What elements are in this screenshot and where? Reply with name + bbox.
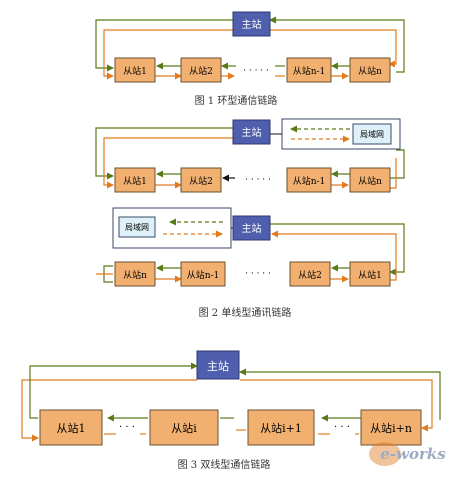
slave-station-box — [286, 167, 332, 193]
slave-station-label: 从站1 — [57, 421, 86, 435]
link-orange-line — [240, 379, 433, 432]
slave-station-box — [286, 57, 332, 83]
lan-box — [118, 216, 156, 238]
master-station-label: 主站 — [242, 18, 262, 31]
slave-station-label: 从站1 — [123, 65, 147, 77]
lan-label: 局域网 — [125, 222, 149, 232]
link-green-line — [239, 368, 441, 420]
figure-caption: 图 1 环型通信链路 — [195, 94, 278, 107]
ring-orange-out-line — [270, 29, 397, 68]
figure-2-top-link: 局域网 主站 从站1 从站2 · · · · · 从站n-1 从站n — [95, 118, 405, 193]
e-works-watermark-logo: e-works — [369, 442, 446, 466]
figure-1-ring-link: 主站 从站1 从站2 · · · · · 从站n-1 从站n 图 1 环型通信链… — [95, 11, 405, 107]
ellipsis: · · · · · — [245, 269, 271, 279]
master-station-box — [232, 119, 271, 145]
slave-station-label: 从站i+1 — [260, 421, 302, 435]
master-station-label: 主站 — [207, 359, 229, 373]
master-station-label: 主站 — [242, 126, 262, 139]
link-orange-line — [21, 379, 197, 442]
figure-caption: 图 3 双线型通信链路 — [178, 458, 271, 471]
slave-station-label: 从站n — [123, 269, 147, 281]
link-green-line — [390, 149, 405, 179]
ring-orange-return-line — [103, 29, 233, 80]
slave-station-box — [149, 409, 219, 446]
slave-station-label: 从站2 — [189, 65, 213, 77]
link-orange-line — [271, 230, 397, 281]
slave-station-label: 从站1 — [358, 269, 382, 281]
slave-station-box — [114, 167, 156, 193]
ellipsis: · · · · · — [245, 175, 271, 185]
figure-caption: 图 2 单线型通讯链路 — [199, 306, 292, 319]
slave-station-label: 从站n-1 — [293, 65, 326, 77]
slave-station-label: 从站n-1 — [293, 175, 326, 187]
figure-3-dual-link: 主站 从站1 · · · 从站i 从站i+1 · · · 从站i+n 图 3 双… — [21, 350, 441, 471]
master-station-label: 主站 — [242, 222, 262, 235]
link-orange-line — [390, 158, 397, 189]
slave-station-box — [247, 409, 315, 446]
slave-station-box — [114, 261, 156, 287]
slave-station-label: 从站n — [358, 65, 382, 77]
slave-station-label: 从站n — [358, 175, 382, 187]
master-station-box — [196, 350, 240, 380]
link-green-line — [29, 362, 198, 419]
slave-station-label: 从站2 — [189, 175, 213, 187]
slave-station-box — [180, 261, 226, 287]
slave-station-box — [349, 57, 391, 83]
slave-station-box — [349, 167, 391, 193]
ellipsis: · · · — [119, 422, 135, 433]
lan-label: 局域网 — [360, 129, 384, 139]
figure-2-bottom-link: 局域网 主站 从站n 从站n-1 · · · · · 从站2 从站1 图 2 单… — [96, 207, 405, 319]
slave-station-box — [349, 261, 391, 287]
slave-station-label: 从站n-1 — [187, 269, 220, 281]
link-orange-line — [103, 137, 233, 189]
slave-station-label: 从站1 — [123, 175, 147, 187]
link-green-line — [270, 223, 405, 276]
watermark-text: e-works — [380, 445, 446, 463]
master-station-box — [232, 11, 271, 37]
slave-station-box — [180, 167, 222, 193]
slave-station-box — [289, 261, 331, 287]
slave-station-box — [114, 57, 156, 83]
ring-green-out-line — [269, 16, 405, 73]
slave-station-label: 从站2 — [298, 269, 322, 281]
slave-station-label: 从站i — [171, 421, 197, 435]
lan-box — [352, 123, 392, 145]
slave-station-box — [180, 57, 222, 83]
slave-station-label: 从站i+n — [370, 421, 412, 435]
ellipsis: · · · — [334, 422, 350, 433]
ellipsis: · · · · · — [243, 66, 269, 76]
slave-station-box — [39, 409, 103, 446]
master-station-box — [232, 215, 271, 241]
slave-station-box — [360, 409, 422, 446]
